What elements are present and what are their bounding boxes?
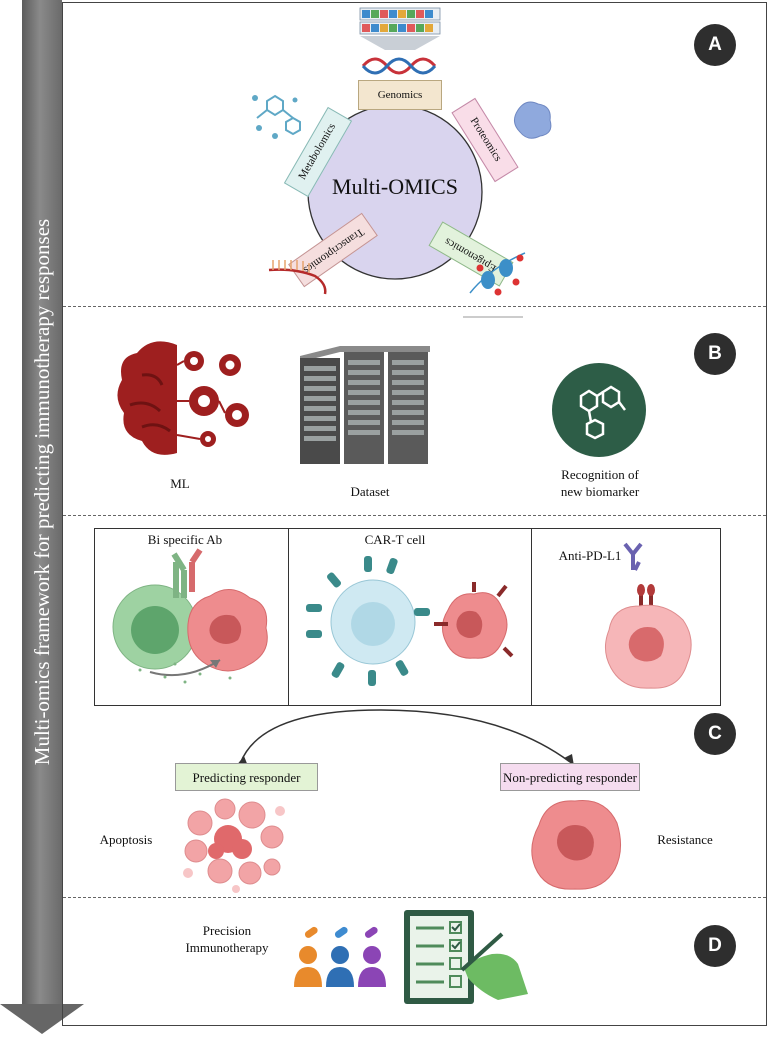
non-responder-label: Non-predicting responder bbox=[500, 763, 640, 791]
bispecific-label: Bi specific Ab bbox=[147, 532, 223, 547]
apoptosis-label: Apoptosis bbox=[99, 832, 153, 847]
biomarker-label-1: Recognition of bbox=[561, 467, 639, 482]
ml-brain-icon bbox=[117, 341, 249, 455]
precision-label-1: Precision bbox=[202, 923, 252, 938]
cart-scene bbox=[306, 556, 514, 686]
checklist-icon bbox=[404, 910, 528, 1004]
cart-label: CAR-T cell bbox=[364, 532, 426, 547]
framework-title: Multi-omics framework for predicting imm… bbox=[30, 218, 54, 766]
genomics-box: Genomics bbox=[358, 80, 442, 110]
separator-bc bbox=[63, 515, 766, 516]
dataset-server-icon bbox=[300, 346, 430, 464]
biomarker-molecule-icon bbox=[552, 363, 646, 457]
patients-icon bbox=[294, 926, 386, 987]
omics-divider-mark bbox=[463, 316, 523, 318]
precision-label-2: Immunotherapy bbox=[185, 940, 269, 955]
dna-sequence-icon bbox=[359, 7, 441, 75]
framework-arrow bbox=[22, 0, 62, 1004]
antipdl1-scene bbox=[605, 542, 692, 689]
resistant-tumor-icon bbox=[531, 799, 621, 890]
ml-label: ML bbox=[170, 476, 190, 491]
nucleosome-icon bbox=[469, 252, 526, 296]
multi-omics-label: Multi-OMICS bbox=[332, 174, 458, 199]
arrow-head bbox=[0, 1004, 84, 1034]
protein-icon bbox=[514, 101, 552, 139]
apoptotic-cell-icon bbox=[183, 798, 285, 893]
badge-d: D bbox=[694, 925, 736, 967]
separator-cd bbox=[63, 897, 766, 898]
outcome-arrows bbox=[236, 709, 574, 766]
responder-label: Predicting responder bbox=[175, 763, 318, 791]
dataset-label: Dataset bbox=[350, 484, 390, 499]
bispecific-scene bbox=[112, 548, 268, 684]
badge-c: C bbox=[694, 713, 736, 755]
badge-b: B bbox=[694, 333, 736, 375]
rna-icon bbox=[268, 260, 327, 295]
biomarker-label-2: new biomarker bbox=[560, 484, 640, 499]
antipdl1-label: Anti-PD-L1 bbox=[558, 548, 622, 563]
metabolite-icon bbox=[252, 94, 301, 139]
separator-ab bbox=[63, 306, 766, 307]
diagram-frame bbox=[62, 2, 767, 1026]
resistance-label: Resistance bbox=[657, 832, 713, 847]
badge-a: A bbox=[694, 24, 736, 66]
